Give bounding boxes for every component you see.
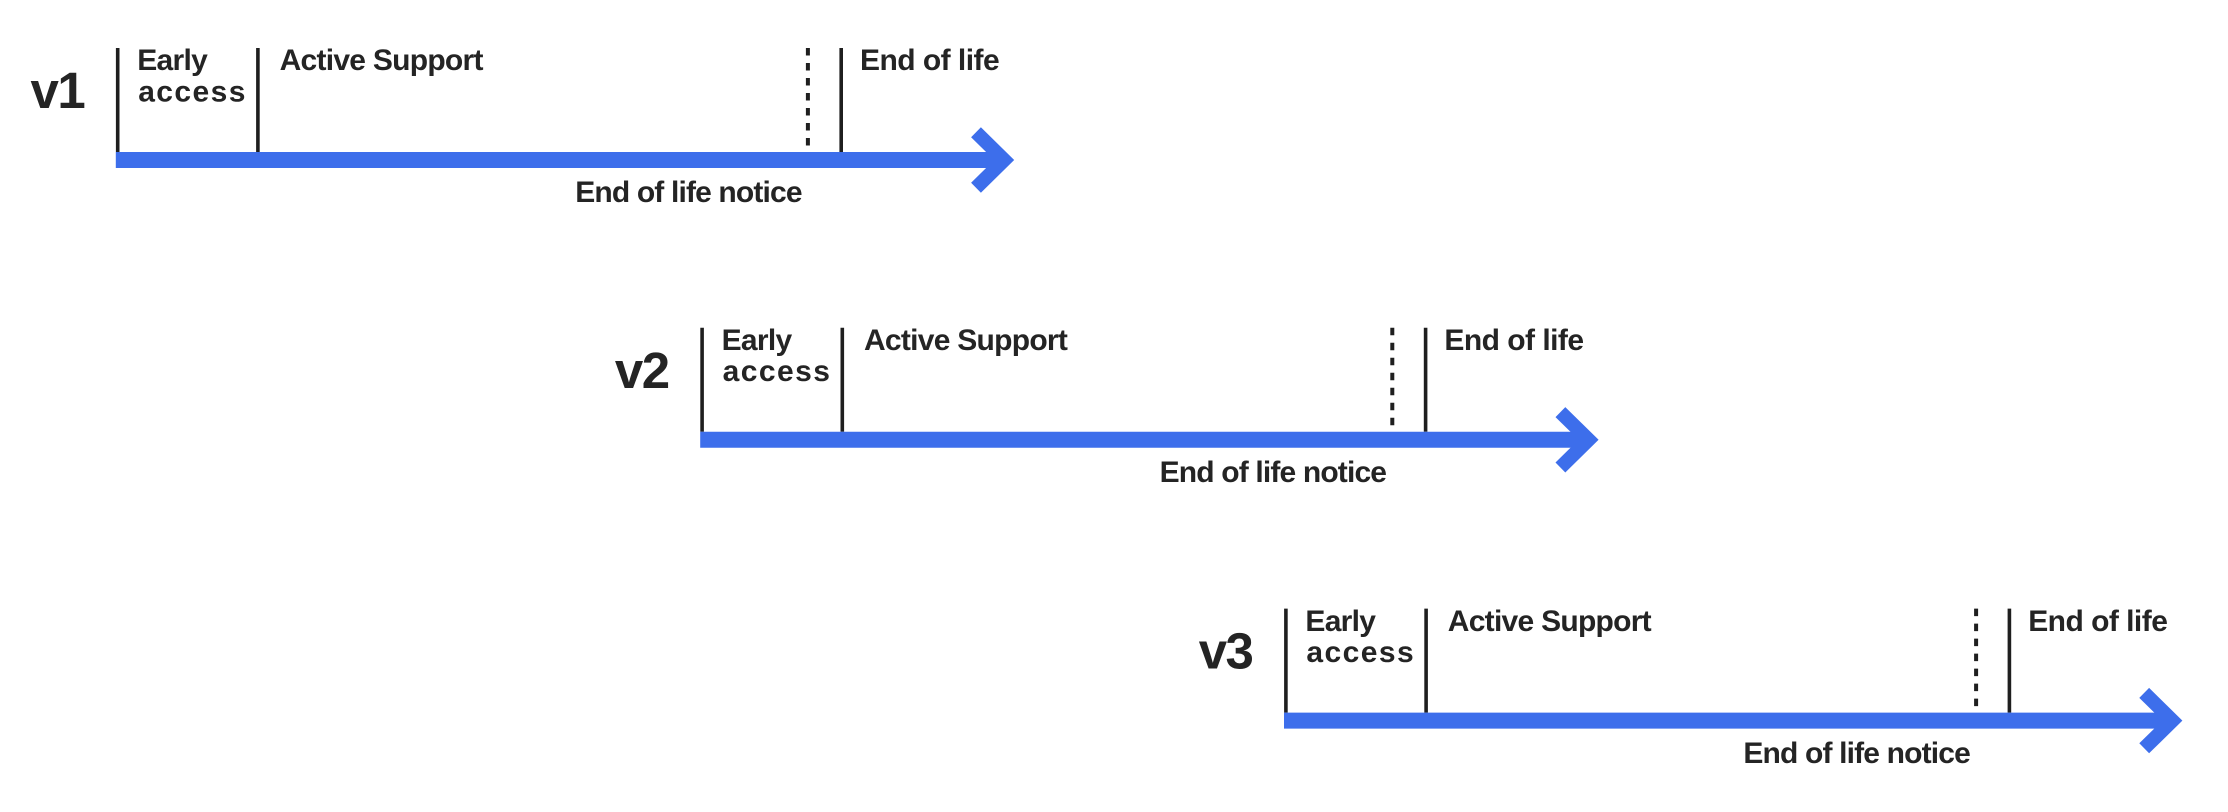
svg-text:Early: Early [137, 44, 208, 77]
svg-text:Early: Early [1305, 605, 1376, 638]
svg-text:access: access [1306, 636, 1415, 669]
svg-text:End of life notice: End of life notice [1160, 456, 1387, 489]
svg-text:v1: v1 [31, 62, 85, 119]
svg-text:v3: v3 [1199, 623, 1253, 680]
svg-text:End of life notice: End of life notice [575, 176, 802, 209]
svg-text:End of life: End of life [2028, 605, 2167, 638]
svg-text:access: access [723, 355, 832, 388]
svg-text:Active Support: Active Support [280, 44, 484, 77]
svg-text:End of life: End of life [1444, 324, 1583, 357]
svg-text:Active Support: Active Support [1448, 605, 1652, 638]
svg-text:v2: v2 [615, 342, 669, 399]
svg-text:access: access [138, 75, 247, 108]
svg-text:End of life notice: End of life notice [1743, 737, 1970, 770]
svg-text:Active Support: Active Support [864, 324, 1068, 357]
svg-text:Early: Early [722, 324, 793, 357]
svg-text:End of life: End of life [860, 44, 999, 77]
